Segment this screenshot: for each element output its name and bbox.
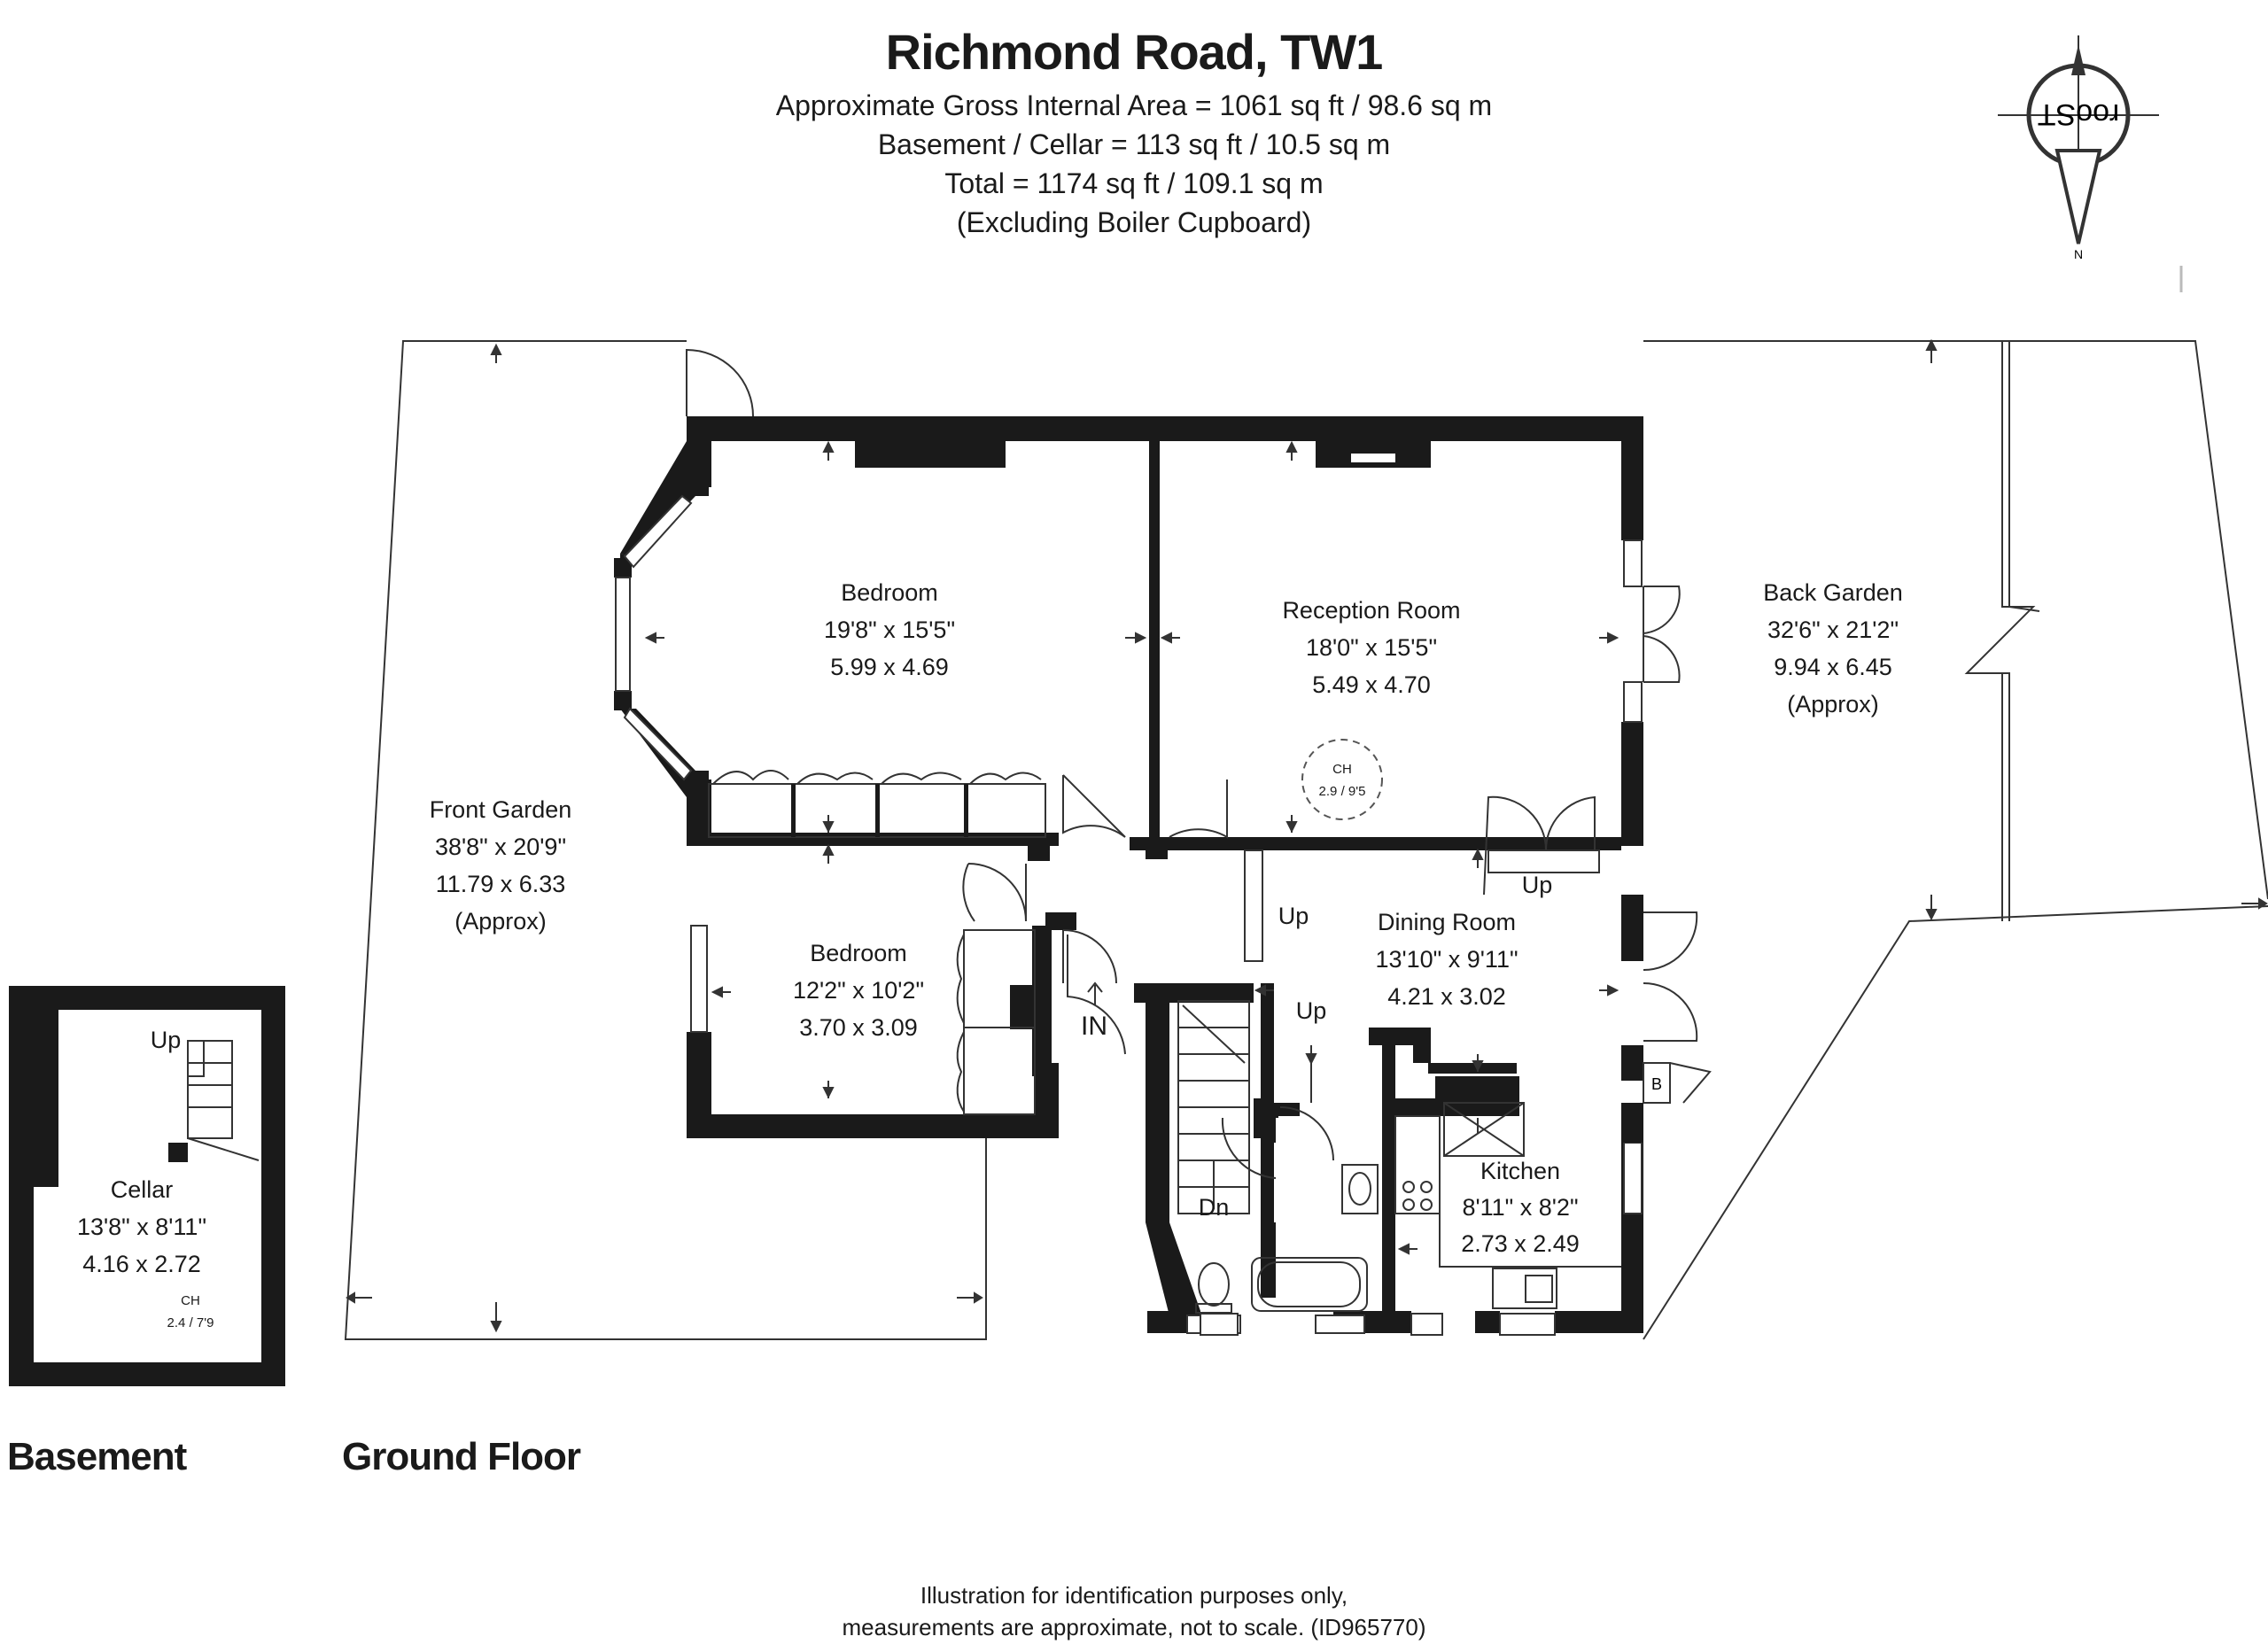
- cellar-up-label: Up: [151, 1027, 182, 1053]
- reception-metric: 5.49 x 4.70: [1312, 671, 1431, 698]
- kitchen-window-rear-1: [1410, 1313, 1443, 1336]
- basement-cellar-walls: [9, 986, 285, 1386]
- hall-up-label: Up: [1278, 903, 1309, 929]
- dining-metric: 4.21 x 3.02: [1387, 983, 1506, 1010]
- dining-step: [1487, 849, 1600, 873]
- bathroom-window: [1315, 1315, 1365, 1334]
- entrance-arrow: [1087, 981, 1103, 1005]
- kitchen-window-rear-2: [1499, 1313, 1556, 1336]
- front-garden-name: Front Garden: [430, 796, 572, 823]
- bedroom2-name: Bedroom: [810, 940, 907, 966]
- kitchen-name: Kitchen: [1480, 1158, 1560, 1184]
- cellar-ch-value: 2.4 / 7'9: [167, 1315, 214, 1330]
- kitchen-metric: 2.73 x 2.49: [1461, 1230, 1580, 1257]
- cellar-metric: 4.16 x 2.72: [82, 1251, 201, 1277]
- reception-window-bottom: [1623, 681, 1643, 723]
- gross-area-text: Approximate Gross Internal Area = 1061 s…: [775, 89, 1493, 121]
- bedroom1-metric: 5.99 x 4.69: [830, 654, 949, 680]
- interior-door-swings: [962, 774, 1596, 1179]
- back-garden-imperial: 32'6" x 21'2": [1767, 617, 1899, 643]
- compass-logo: rooST: [2038, 97, 2120, 131]
- back-garden-metric: 9.94 x 6.45: [1774, 654, 1892, 680]
- front-garden-note: (Approx): [454, 908, 547, 935]
- boiler-label: B: [1651, 1075, 1662, 1093]
- reception-imperial: 18'0" x 15'5": [1306, 634, 1437, 661]
- cellar-stairs: [187, 1040, 260, 1161]
- back-garden-name: Back Garden: [1763, 579, 1903, 606]
- bedroom2-metric: 3.70 x 3.09: [799, 1014, 918, 1041]
- stair-down-label: Dn: [1199, 1194, 1230, 1221]
- bedroom1-imperial: 19'8" x 15'5": [824, 617, 955, 643]
- interior-walls: [687, 441, 1621, 1333]
- garden-gate: [686, 348, 754, 417]
- ch-value: 2.9 / 9'5: [1319, 784, 1366, 799]
- disclaimer-line-1: Illustration for identification purposes…: [920, 1582, 1348, 1609]
- front-door-swing: [1062, 929, 1117, 984]
- boiler-cupboard: B: [1643, 1062, 1712, 1104]
- back-garden-note: (Approx): [1787, 691, 1879, 717]
- disclaimer-line-2: measurements are approximate, not to sca…: [842, 1614, 1426, 1640]
- kitchen-window-side: [1623, 1142, 1643, 1214]
- kitchen-imperial: 8'11" x 8'2": [1462, 1194, 1578, 1221]
- ch-label: CH: [1332, 762, 1352, 777]
- bathroom-fittings: [1195, 1164, 1379, 1314]
- back-garden-bottom-boundary: [1643, 905, 2268, 1340]
- stair-up-label: Up: [1296, 997, 1327, 1024]
- basement-area-text: Basement / Cellar = 113 sq ft / 10.5 sq …: [877, 128, 1391, 160]
- compass-icon: rooST N: [1998, 35, 2159, 261]
- plan-title: Richmond Road, TW1: [885, 24, 1384, 80]
- bedroom2-cupboards: [956, 929, 1036, 1115]
- dining-name: Dining Room: [1378, 909, 1516, 935]
- total-area-text: Total = 1174 sq ft / 109.1 sq m: [944, 167, 1324, 199]
- cellar-ch-label: CH: [181, 1293, 200, 1308]
- dining-imperial: 13'10" x 9'11": [1375, 946, 1518, 973]
- reception-window-top: [1623, 539, 1643, 587]
- ceiling-height-marker: [1301, 739, 1383, 820]
- exclusion-note: (Excluding Boiler Cupboard): [956, 206, 1312, 238]
- bedroom-chimney-breast: [855, 441, 1006, 468]
- north-label: N: [2074, 247, 2083, 261]
- entrance-label: IN: [1081, 1012, 1107, 1041]
- ground-floor-label: Ground Floor: [342, 1435, 581, 1478]
- bedroom1-name: Bedroom: [841, 579, 938, 606]
- cellar-name: Cellar: [111, 1176, 174, 1203]
- reception-french-doors: [1643, 586, 1681, 683]
- garden-fence: [1964, 341, 2036, 921]
- cellar-imperial: 13'8" x 8'11": [77, 1214, 206, 1240]
- front-garden-imperial: 38'8" x 20'9": [435, 834, 566, 860]
- reception-name: Reception Room: [1282, 597, 1460, 624]
- bedroom2-window: [690, 925, 708, 1033]
- dining-up-label: Up: [1522, 872, 1553, 898]
- stairs: [1177, 1000, 1250, 1214]
- kitchen-fittings: [1394, 1102, 1621, 1309]
- basement-label: Basement: [7, 1435, 187, 1478]
- front-garden-metric: 11.79 x 6.33: [436, 871, 566, 897]
- back-garden-boundary: [1643, 340, 2268, 900]
- bay-window: [614, 441, 709, 833]
- hall-step: [1244, 849, 1263, 962]
- bedroom2-imperial: 12'2" x 10'2": [793, 977, 924, 1004]
- dining-french-doors: [1643, 911, 1698, 1042]
